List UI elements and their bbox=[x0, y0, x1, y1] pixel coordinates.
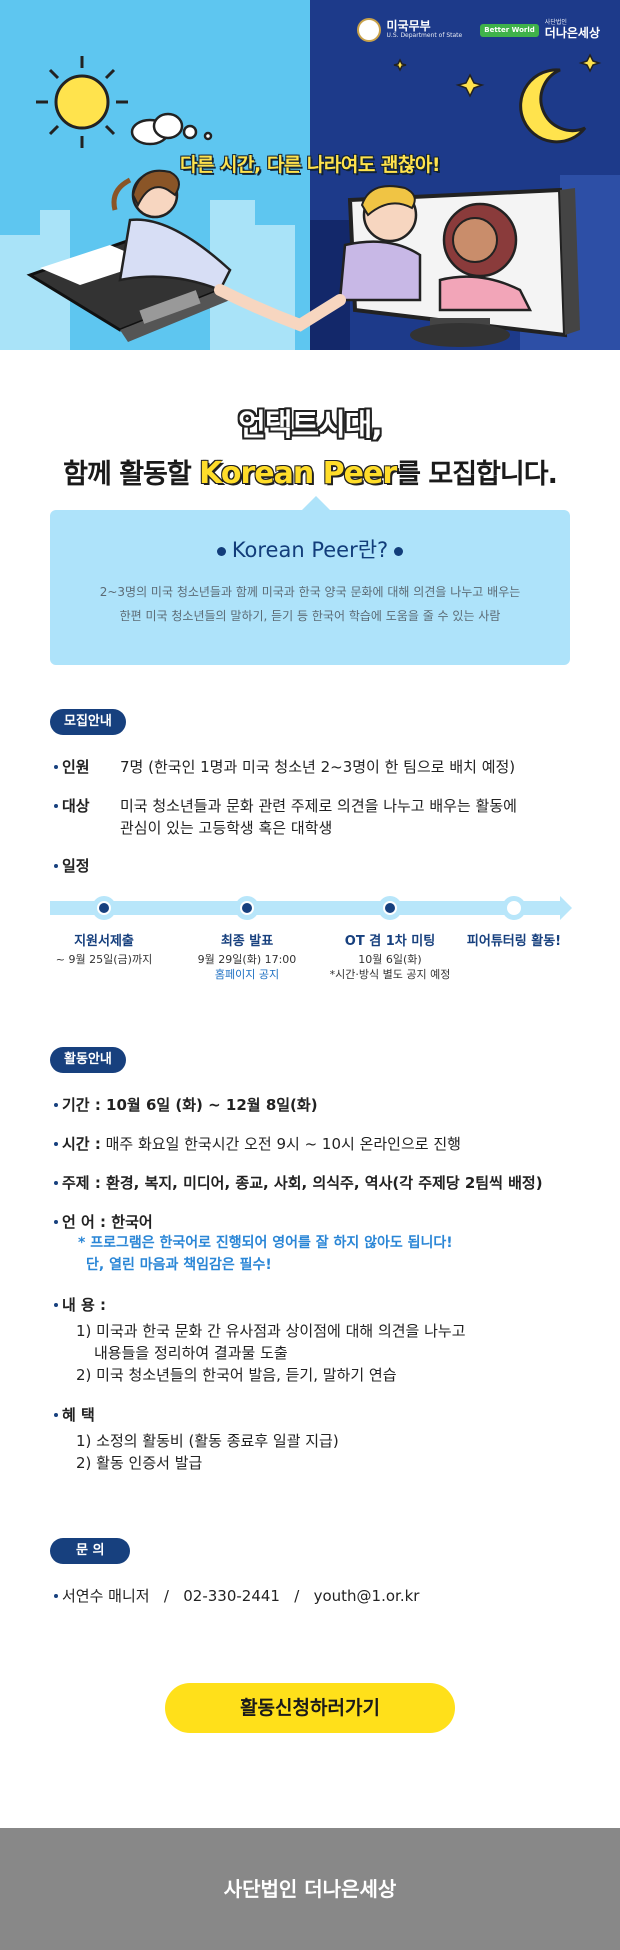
intro-desc-line2: 한편 미국 청소년들의 말하기, 듣기 등 한국어 학습에 도움을 줄 수 있는… bbox=[119, 609, 501, 623]
activity-time: 시간 : 매주 화요일 한국시간 오전 9시 ~ 10시 온라인으로 진행 bbox=[54, 1133, 461, 1155]
state-dept-name: 미국무부 bbox=[386, 19, 431, 34]
hero-illustration bbox=[0, 53, 620, 350]
timeline-sub-3: 10월 6일(화) *시간·방식 별도 공지 예정 bbox=[310, 952, 470, 982]
cloud-icon bbox=[130, 112, 213, 146]
contact-section-tag: 문 의 bbox=[50, 1538, 131, 1564]
hero-tagline: 다른 시간, 다른 나라여도 괜찮아! bbox=[179, 154, 441, 176]
language-note-1: * 프로그램은 한국어로 진행되어 영어를 잘 하지 않아도 됩니다! bbox=[78, 1235, 453, 1251]
activity-content-label: 내 용 : bbox=[53, 1296, 107, 1314]
contact-line: 서연수 매니저 / 02-330-2441 / youth@1.or.kr bbox=[53, 1587, 420, 1605]
content-item-1b: 내용들을 정리하여 결과물 도출 bbox=[94, 1344, 288, 1362]
activity-section-tag: 활동안내 bbox=[50, 1047, 126, 1073]
target-line2: 관심이 있는 고등학생 혹은 대학생 bbox=[120, 819, 333, 837]
intro-box-pointer bbox=[302, 496, 330, 510]
personnel-value: 7명 (한국인 1명과 미국 청소년 2~3명이 한 팀으로 배치 예정) bbox=[120, 758, 516, 776]
personnel-label: 인원 bbox=[62, 758, 90, 776]
man-illustration bbox=[338, 185, 422, 302]
headline: 언택트시대, 함께 활동할 Korean Peer를 모집합니다. bbox=[0, 400, 620, 491]
intro-box: Korean Peer란? 2~3명의 미국 청소년들과 함께 미국과 한국 양… bbox=[50, 496, 570, 665]
better-world-badge-icon: Better World bbox=[480, 23, 539, 37]
timeline-sub-2: 9월 29일(화) 17:00 홈페이지 공지 bbox=[167, 952, 327, 982]
recruit-personnel: 인원 7명 (한국인 1명과 미국 청소년 2~3명이 한 팀으로 배치 예정) bbox=[54, 756, 515, 778]
benefit-item-1: 1) 소정의 활동비 (활동 종료후 일괄 지급) bbox=[76, 1432, 339, 1450]
headline-post: 를 모집합니다. bbox=[396, 459, 558, 490]
activity-period: 기간 : 10월 6일 (화) ~ 12월 8일(화) bbox=[54, 1096, 318, 1114]
footer: 사단법인 더나은세상 bbox=[0, 1828, 620, 1950]
state-dept-subname: U.S. Department of State bbox=[386, 32, 463, 40]
timeline-label-4: 피어튜터링 활동! bbox=[466, 934, 562, 949]
woman-curly-illustration bbox=[438, 202, 533, 312]
headline-highlight: Korean Peer bbox=[199, 456, 397, 491]
recruit-schedule: 일정 bbox=[54, 855, 90, 877]
timeline-sub-3-line2: *시간·방식 별도 공지 예정 bbox=[329, 968, 451, 981]
recruit-section-tag: 모집안내 bbox=[50, 709, 126, 735]
target-label: 대상 bbox=[62, 797, 90, 815]
activity-benefit-label: 혜 택 bbox=[54, 1406, 95, 1424]
activity-language: 언 어 : 한국어 bbox=[54, 1213, 153, 1231]
timeline-node-3 bbox=[378, 896, 402, 920]
timeline-sub-2-line2: 홈페이지 공지 bbox=[214, 968, 280, 981]
language-note-2: 단, 열린 마음과 책임감은 필수! bbox=[86, 1257, 272, 1273]
content-item-2: 2) 미국 청소년들의 한국어 발음, 듣기, 말하기 연습 bbox=[76, 1366, 397, 1384]
timeline-arrow-icon bbox=[560, 896, 572, 920]
timeline-node-1 bbox=[92, 896, 116, 920]
intro-desc-line1: 2~3명의 미국 청소년들과 함께 미국과 한국 양국 문화에 대해 의견을 나… bbox=[99, 585, 521, 599]
schedule-label: 일정 bbox=[62, 857, 90, 875]
time-label: 시간 : bbox=[62, 1135, 101, 1153]
timeline-label-1: 지원서제출 bbox=[74, 934, 134, 949]
activity-topic: 주제 : 환경, 복지, 미디어, 종교, 사회, 의식주, 역사(각 주제당 … bbox=[54, 1174, 543, 1192]
timeline-sub-1-line1: ~ 9월 25일(금)까지 bbox=[55, 953, 153, 966]
timeline-label-3: OT 겸 1차 미팅 bbox=[344, 934, 436, 949]
apply-button[interactable]: 활동신청하러가기 bbox=[165, 1683, 455, 1733]
intro-title-text: Korean Peer란? bbox=[231, 538, 389, 562]
bullet-dot-icon bbox=[216, 546, 226, 556]
timeline-label-2: 최종 발표 bbox=[220, 934, 274, 949]
laptop-illustration bbox=[26, 238, 230, 342]
timeline-sub-2-line1: 9월 29일(화) 17:00 bbox=[197, 953, 297, 966]
recruit-target: 대상 bbox=[54, 795, 90, 817]
headline-line1: 언택트시대, bbox=[238, 408, 382, 443]
time-value: 매주 화요일 한국시간 오전 9시 ~ 10시 온라인으로 진행 bbox=[100, 1135, 461, 1153]
headline-pre: 함께 활동할 bbox=[63, 459, 200, 490]
org-name: 더나은세상 bbox=[544, 25, 600, 40]
state-dept-seal-icon bbox=[356, 18, 381, 42]
footer-org-name: 사단법인 더나은세상 bbox=[223, 1877, 397, 1901]
timeline-sub-3-line1: 10월 6일(화) bbox=[358, 953, 422, 966]
woman-illustration bbox=[111, 169, 232, 292]
moon-icon bbox=[519, 68, 587, 144]
timeline-bar bbox=[50, 901, 562, 915]
org-type: 사단법인 bbox=[544, 19, 567, 27]
benefit-item-2: 2) 활동 인증서 발급 bbox=[76, 1454, 203, 1472]
timeline-node-4 bbox=[502, 896, 526, 920]
bullet-dot-icon bbox=[394, 546, 404, 556]
timeline-node-2 bbox=[235, 896, 259, 920]
content-item-1a: 1) 미국과 한국 문화 간 유사점과 상이점에 대해 의견을 나누고 bbox=[76, 1322, 466, 1340]
intro-description: 2~3명의 미국 청소년들과 함께 미국과 한국 양국 문화에 대해 의견을 나… bbox=[50, 580, 570, 628]
headline-line2: 함께 활동할 Korean Peer를 모집합니다. bbox=[0, 452, 620, 491]
target-value: 미국 청소년들과 문화 관련 주제로 의견을 나누고 배우는 활동에 관심이 있… bbox=[120, 795, 517, 839]
target-line1: 미국 청소년들과 문화 관련 주제로 의견을 나누고 배우는 활동에 bbox=[120, 797, 517, 815]
sun-icon bbox=[36, 56, 128, 148]
intro-title: Korean Peer란? bbox=[50, 534, 570, 564]
timeline-sub-1: ~ 9월 25일(금)까지 bbox=[24, 952, 184, 967]
